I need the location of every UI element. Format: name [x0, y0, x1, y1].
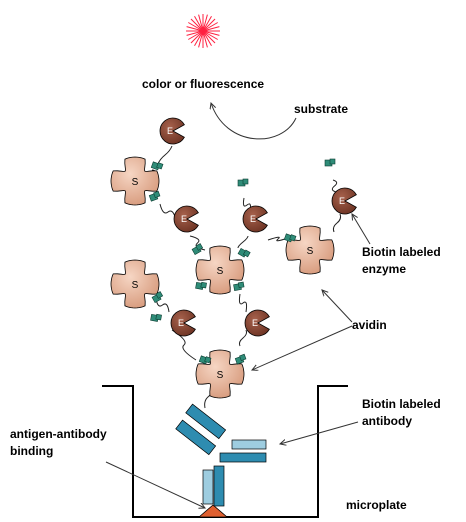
biotin	[151, 291, 164, 304]
label-pointers	[105, 214, 371, 508]
antigen-pointer	[105, 461, 205, 508]
microplate-well	[102, 385, 348, 518]
antibody-stem-light	[202, 469, 214, 505]
fluorescence-burst	[186, 14, 220, 48]
enzyme-pointer	[352, 214, 371, 245]
avidin-letter: S	[217, 266, 224, 277]
burst-ray	[190, 18, 204, 32]
avidin-group: S S S S S	[110, 156, 335, 399]
burst-ray	[190, 30, 204, 44]
biotin	[198, 355, 212, 365]
avidin-letter: S	[217, 370, 224, 381]
biotin-antibody-label-line2: antibody	[362, 414, 412, 428]
antibody-right-arm	[219, 452, 267, 463]
enzyme-group: E E E E E E	[159, 117, 357, 337]
avidin-letter: S	[132, 177, 139, 188]
avidin-label: avidin	[352, 318, 387, 332]
linker-line	[155, 297, 170, 313]
burst-ray	[188, 22, 204, 32]
burst-ray	[202, 30, 218, 40]
linker-line	[238, 293, 248, 313]
biotin	[191, 243, 204, 256]
biotin	[234, 353, 247, 365]
avidin-sphere: S	[195, 245, 245, 295]
burst-ray	[202, 18, 216, 32]
biotin	[233, 281, 245, 291]
linker-line	[157, 145, 173, 165]
biotin	[237, 247, 251, 258]
avidin-letter: S	[307, 246, 314, 257]
linker-line	[159, 203, 177, 221]
enzyme-letter: E	[252, 318, 258, 328]
linker-line	[237, 235, 249, 249]
burst-ray	[194, 30, 204, 46]
burst-ray	[202, 30, 220, 36]
burst-ray	[198, 14, 204, 32]
antibody-light-chain	[231, 439, 267, 450]
biotin	[324, 158, 336, 167]
enzyme-letter: E	[250, 214, 256, 224]
biotin	[150, 161, 164, 171]
enzyme-letter: E	[339, 196, 345, 206]
burst-ray	[188, 30, 204, 40]
substrate-arrow	[211, 103, 297, 140]
enzyme: E	[170, 309, 196, 337]
linker-line	[331, 179, 338, 193]
avidin-sphere: S	[110, 259, 160, 309]
enzyme: E	[242, 205, 268, 233]
biotin-enzyme-label-line1: Biotin labeled	[362, 245, 441, 259]
avidin-pointer-1	[322, 290, 353, 323]
avidin-letter: S	[132, 280, 139, 291]
biotin	[237, 178, 249, 187]
burst-ray	[202, 22, 218, 32]
substrate-label: substrate	[294, 102, 349, 116]
burst-ray	[202, 14, 208, 32]
enzyme: E	[244, 309, 270, 337]
burst-ray	[202, 26, 220, 32]
linker-line	[332, 213, 342, 233]
burst-ray	[186, 26, 204, 32]
burst-ray	[186, 30, 204, 36]
enzyme: E	[159, 117, 185, 145]
biotin-enzyme-label-line2: enzyme	[362, 262, 407, 276]
antigen-antibody-label-line2: binding	[10, 444, 54, 458]
biotin	[195, 281, 207, 290]
color-or-fluorescence-label: color or fluorescence	[142, 77, 265, 91]
enzyme-letter: E	[181, 214, 187, 224]
antibody-left-arm-2	[175, 419, 217, 456]
biotin-group	[148, 158, 336, 365]
burst-ray	[198, 30, 204, 48]
enzyme: E	[331, 187, 357, 215]
burst-ray	[202, 30, 216, 44]
antibody-stem	[213, 465, 225, 507]
avidin-pointer-2	[252, 325, 353, 370]
antibody	[175, 403, 267, 507]
microplate-label: microplate	[346, 498, 407, 512]
burst-ray	[202, 30, 212, 46]
avidin-sphere: S	[110, 156, 160, 206]
antibody-pointer	[280, 421, 359, 444]
biotin	[283, 233, 297, 243]
antigen-triangle	[197, 504, 229, 518]
linker-line	[267, 236, 289, 242]
linker-line	[238, 329, 248, 347]
burst-ray	[202, 16, 212, 32]
enzyme-letter: E	[167, 126, 173, 136]
avidin-sphere: S	[195, 349, 245, 399]
burst-ray	[194, 16, 204, 32]
antibody-left-arm	[185, 403, 227, 440]
antigen-antibody-label-line1: antigen-antibody	[10, 427, 107, 441]
biotin	[150, 313, 162, 322]
burst-ray	[202, 30, 208, 48]
avidin-sphere: S	[285, 225, 335, 275]
enzyme-letter: E	[178, 318, 184, 328]
biotin	[148, 190, 161, 202]
enzyme: E	[173, 205, 199, 233]
biotin-antibody-label-line1: Biotin labeled	[362, 397, 441, 411]
